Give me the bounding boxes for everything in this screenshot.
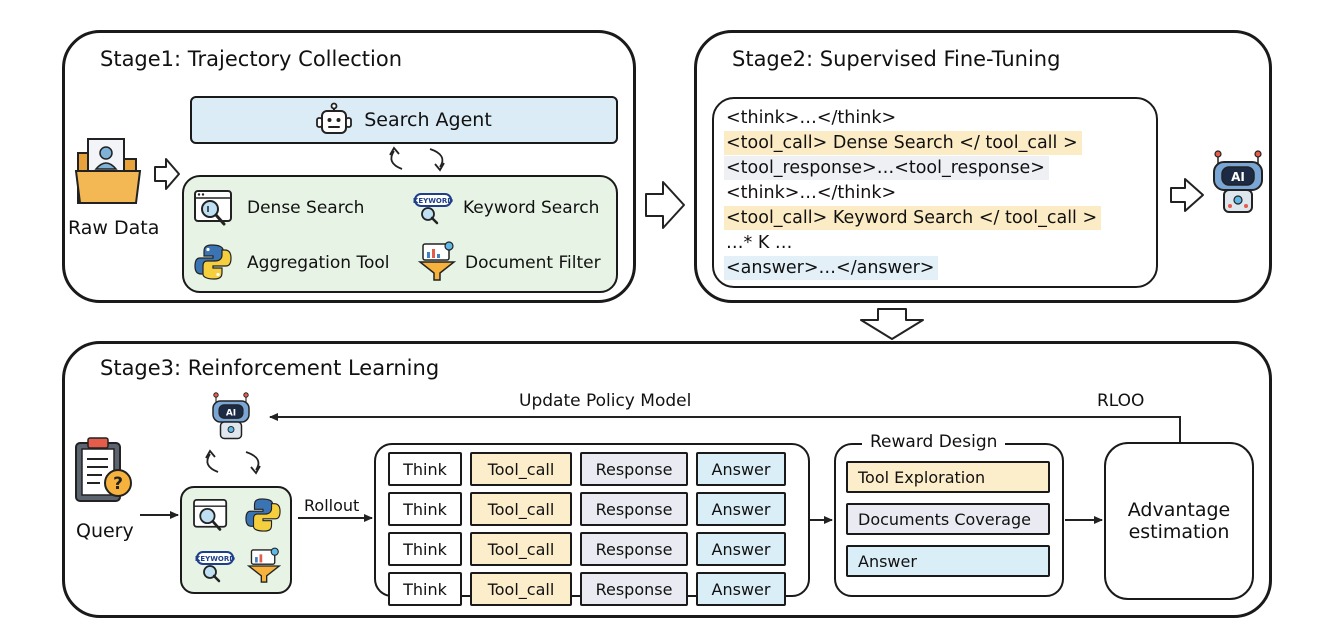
stage1-title: Stage1: Trajectory Collection: [100, 47, 403, 71]
search-agent-box: Search Agent: [190, 96, 618, 144]
cell-answer: Answer: [696, 492, 786, 526]
document-filter-icon: [246, 547, 282, 584]
dense-search-icon: [193, 498, 229, 533]
reward-design-title: Reward Design: [862, 432, 1006, 452]
dense-search-icon: [194, 190, 234, 228]
cell-tool-call: Tool_call: [470, 572, 572, 606]
tool-document-filter: Document Filter: [465, 253, 601, 273]
keyword-search-icon: KEYWORD: [195, 550, 236, 583]
reward-answer: Answer: [846, 545, 1050, 577]
cell-response: Response: [580, 572, 688, 606]
rollout-row: Think Tool_call Response Answer: [388, 452, 786, 486]
tool-dense-search: Dense Search: [247, 198, 365, 218]
rollout-grid: Think Tool_call Response Answer Think To…: [388, 452, 786, 606]
arrow-right-icon: [1170, 178, 1204, 212]
advantage-label-line2: estimation: [1128, 521, 1230, 543]
python-icon: [194, 243, 232, 281]
cell-answer: Answer: [696, 452, 786, 486]
seq-line: <think>…</think>: [726, 108, 897, 128]
arrow-right-icon: [645, 180, 685, 230]
cycle-arrows-icon: [384, 145, 450, 173]
keyword-badge-text: KEYWORD: [413, 197, 453, 205]
tool-keyword-search: Keyword Search: [463, 198, 600, 218]
arrow-down-icon: [860, 308, 924, 340]
document-filter-icon: [417, 241, 457, 282]
cell-tool-call: Tool_call: [470, 452, 572, 486]
update-policy-arrow: [269, 413, 1181, 442]
advantage-label-line1: Advantage: [1127, 499, 1231, 521]
stage2-title: Stage2: Supervised Fine-Tuning: [732, 47, 1061, 71]
cell-think: Think: [388, 492, 462, 526]
seq-line: …* K …: [726, 233, 793, 253]
ai-robot-icon: AI: [1210, 150, 1266, 214]
seq-line: <tool_call> Dense Search </ tool_call >: [724, 131, 1082, 155]
query-document-icon: ?: [72, 435, 134, 505]
keyword-badge-text: KEYWORD: [195, 555, 235, 563]
tools-box: [182, 175, 618, 293]
cell-think: Think: [388, 452, 462, 486]
stage3-title: Stage3: Reinforcement Learning: [100, 356, 440, 380]
cycle-arrows-icon: [200, 448, 266, 476]
ai-badge-text: AI: [1231, 170, 1245, 184]
svg-text:?: ?: [113, 474, 123, 494]
python-icon: [245, 497, 281, 533]
rloo-label: RLOO: [1097, 391, 1145, 411]
tool-aggregation: Aggregation Tool: [247, 253, 390, 273]
update-policy-label: Update Policy Model: [519, 391, 692, 411]
cell-tool-call: Tool_call: [470, 492, 572, 526]
cell-think: Think: [388, 532, 462, 566]
ai-badge-text: AI: [226, 408, 236, 418]
query-label: Query: [76, 520, 134, 542]
rollout-row: Think Tool_call Response Answer: [388, 532, 786, 566]
seq-line: <answer>…</answer>: [724, 256, 939, 280]
cell-response: Response: [580, 492, 688, 526]
ai-robot-icon: AI: [210, 391, 252, 441]
cell-response: Response: [580, 452, 688, 486]
raw-data-folder-icon: [74, 137, 146, 209]
sft-sequence-lines: <think>…</think> <tool_call> Dense Searc…: [724, 106, 1102, 280]
seq-line: <think>…</think>: [726, 183, 897, 203]
rollout-row: Think Tool_call Response Answer: [388, 492, 786, 526]
cell-tool-call: Tool_call: [470, 532, 572, 566]
cell-answer: Answer: [696, 572, 786, 606]
reward-documents-coverage: Documents Coverage: [846, 503, 1050, 535]
seq-line: <tool_response>…<tool_response>: [724, 156, 1049, 180]
rollout-row: Think Tool_call Response Answer: [388, 572, 786, 606]
sft-sequence-box: [712, 97, 1158, 288]
keyword-search-icon: KEYWORD: [413, 192, 454, 225]
robot-icon: [316, 102, 353, 137]
cell-response: Response: [580, 532, 688, 566]
seq-line: <tool_call> Keyword Search </ tool_call …: [724, 206, 1102, 230]
reward-tool-exploration: Tool Exploration: [846, 461, 1050, 493]
search-agent-label: Search Agent: [364, 109, 492, 131]
advantage-estimation-box: Advantage estimation: [1104, 442, 1254, 600]
cell-think: Think: [388, 572, 462, 606]
rollout-label: Rollout: [304, 496, 360, 515]
arrow-right-icon: [154, 158, 180, 190]
cell-answer: Answer: [696, 532, 786, 566]
raw-data-label: Raw Data: [68, 217, 160, 239]
